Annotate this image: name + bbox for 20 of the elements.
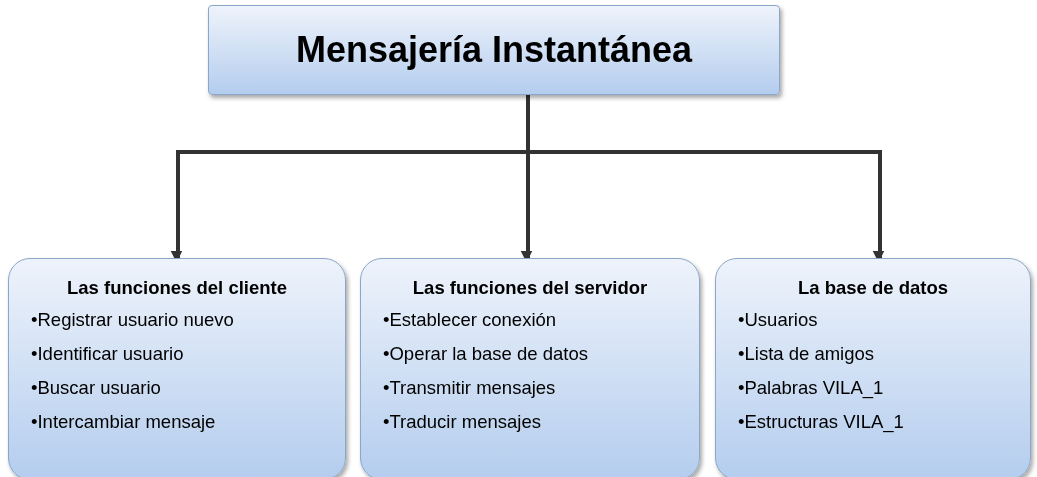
bullet-item: •Transmitir mensajes [383,377,557,399]
bullet-item: •Identificar usuario [31,343,185,365]
box-heading: Las funciones del servidor [411,277,649,299]
title-box [208,5,780,95]
bullet-item: •Establecer conexión [383,309,558,331]
bullet-item: •Operar la base de datos [383,343,589,365]
bullet-item: •Registrar usuario nuevo [31,309,235,331]
bullet-item: •Intercambiar mensaje [31,411,217,433]
category-box [360,258,700,477]
category-box [8,258,346,477]
bullet-item: •Lista de amigos [738,343,876,365]
box-heading: La base de datos [796,277,950,299]
bullet-item: •Buscar usuario [31,377,162,399]
bullet-item: •Palabras VILA_1 [738,377,885,399]
title-text: Mensajería Instantánea [295,29,693,71]
category-box [715,258,1031,477]
bullet-item: •Usuarios [738,309,819,331]
bullet-item: •Traducir mensajes [383,411,542,433]
box-heading: Las funciones del cliente [66,277,288,299]
bullet-item: •Estructuras VILA_1 [738,411,905,433]
